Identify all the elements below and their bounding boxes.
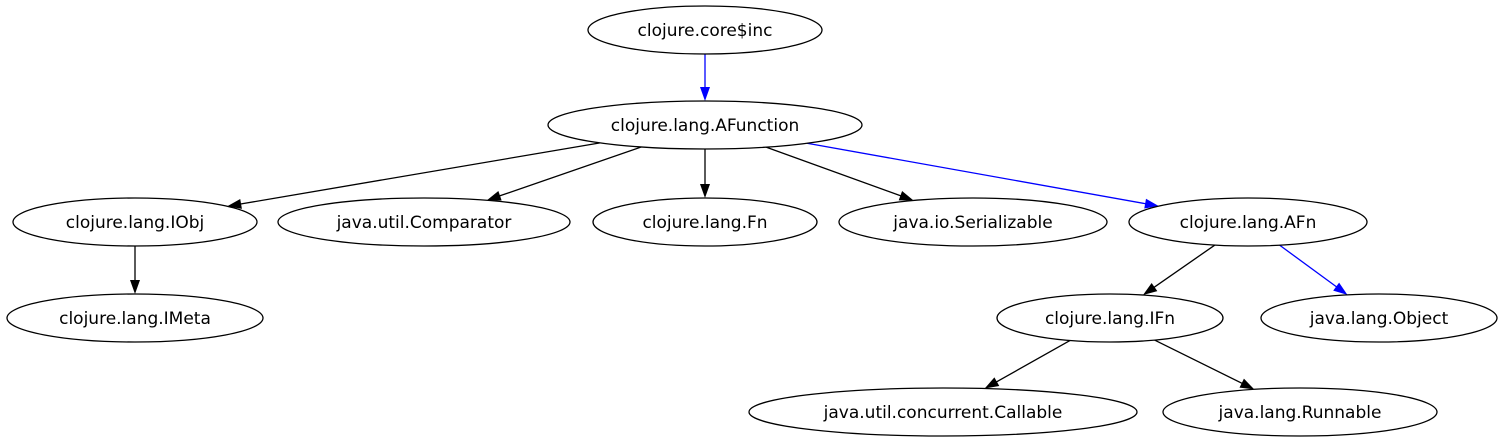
edge-clojure-lang-afunction-to-java-util-comparator <box>497 146 642 198</box>
node-ellipse <box>838 197 1108 247</box>
edge-clojure-lang-ifn-to-java-util-concurrent-callable <box>994 339 1071 384</box>
arrowhead-clojure-lang-ifn-to-java-util-concurrent-callable <box>984 377 1000 389</box>
node-clojure-lang-imeta: clojure.lang.IMeta <box>6 293 264 343</box>
arrowhead-clojure-lang-afunction-to-clojure-lang-fn <box>700 184 710 198</box>
arrowhead-clojure-lang-ifn-to-java-lang-runnable <box>1239 378 1255 390</box>
node-ellipse <box>12 197 258 247</box>
arrowhead-clojure-lang-afunction-to-clojure-lang-iobj <box>227 199 242 209</box>
node-label: java.io.Serializable <box>892 213 1052 233</box>
node-clojure-lang-afn: clojure.lang.AFn <box>1128 197 1368 247</box>
node-label: clojure.lang.IFn <box>1045 309 1175 329</box>
edge-clojure-lang-afunction-to-clojure-lang-afn <box>806 142 1148 205</box>
node-clojure-core-inc: clojure.core$inc <box>587 5 823 55</box>
node-java-lang-object: java.lang.Object <box>1260 293 1498 343</box>
node-ellipse <box>592 197 818 247</box>
node-ellipse <box>6 293 264 343</box>
node-java-io-serializable: java.io.Serializable <box>838 197 1108 247</box>
node-clojure-lang-afunction: clojure.lang.AFunction <box>547 100 863 150</box>
node-label: clojure.lang.Fn <box>642 213 767 233</box>
node-java-util-comparator: java.util.Comparator <box>277 197 571 247</box>
arrowhead-clojure-lang-afunction-to-java-io-serializable <box>898 191 914 201</box>
node-clojure-lang-ifn: clojure.lang.IFn <box>996 293 1224 343</box>
node-ellipse <box>587 5 823 55</box>
arrowhead-clojure-lang-afn-to-java-lang-object <box>1333 282 1348 295</box>
node-ellipse <box>1128 197 1368 247</box>
node-ellipse <box>1162 387 1438 437</box>
edge-clojure-lang-afunction-to-java-io-serializable <box>765 146 903 198</box>
node-label: java.util.concurrent.Callable <box>823 403 1063 423</box>
edge-clojure-lang-afn-to-java-lang-object <box>1279 244 1339 289</box>
node-label: java.lang.Runnable <box>1218 403 1382 423</box>
arrowhead-clojure-lang-afunction-to-java-util-comparator <box>486 191 502 201</box>
node-clojure-lang-fn: clojure.lang.Fn <box>592 197 818 247</box>
node-label: clojure.lang.AFn <box>1180 213 1317 233</box>
edge-clojure-lang-afn-to-clojure-lang-ifn <box>1152 244 1216 289</box>
node-label: clojure.lang.AFunction <box>611 116 800 136</box>
node-java-util-concurrent-callable: java.util.concurrent.Callable <box>748 387 1138 437</box>
arrowhead-clojure-lang-afunction-to-clojure-lang-afn <box>1144 198 1159 209</box>
node-label: java.lang.Object <box>1309 309 1449 329</box>
node-ellipse <box>547 100 863 150</box>
arrowhead-clojure-lang-afn-to-clojure-lang-ifn <box>1142 282 1158 296</box>
node-ellipse <box>277 197 571 247</box>
node-label: java.util.Comparator <box>336 213 512 233</box>
arrowhead-clojure-lang-iobj-to-clojure-lang-imeta <box>130 280 140 294</box>
edge-clojure-lang-ifn-to-java-lang-runnable <box>1154 339 1244 385</box>
node-clojure-lang-iobj: clojure.lang.IObj <box>12 197 258 247</box>
edge-clojure-lang-afunction-to-clojure-lang-iobj <box>238 142 601 205</box>
arrowhead-clojure-core-inc-to-clojure-lang-afunction <box>700 87 710 101</box>
node-java-lang-runnable: java.lang.Runnable <box>1162 387 1438 437</box>
node-ellipse <box>1260 293 1498 343</box>
node-label: clojure.lang.IObj <box>66 213 204 233</box>
node-label: clojure.lang.IMeta <box>59 309 211 329</box>
node-ellipse <box>996 293 1224 343</box>
node-ellipse <box>748 387 1138 437</box>
node-label: clojure.core$inc <box>638 21 773 41</box>
